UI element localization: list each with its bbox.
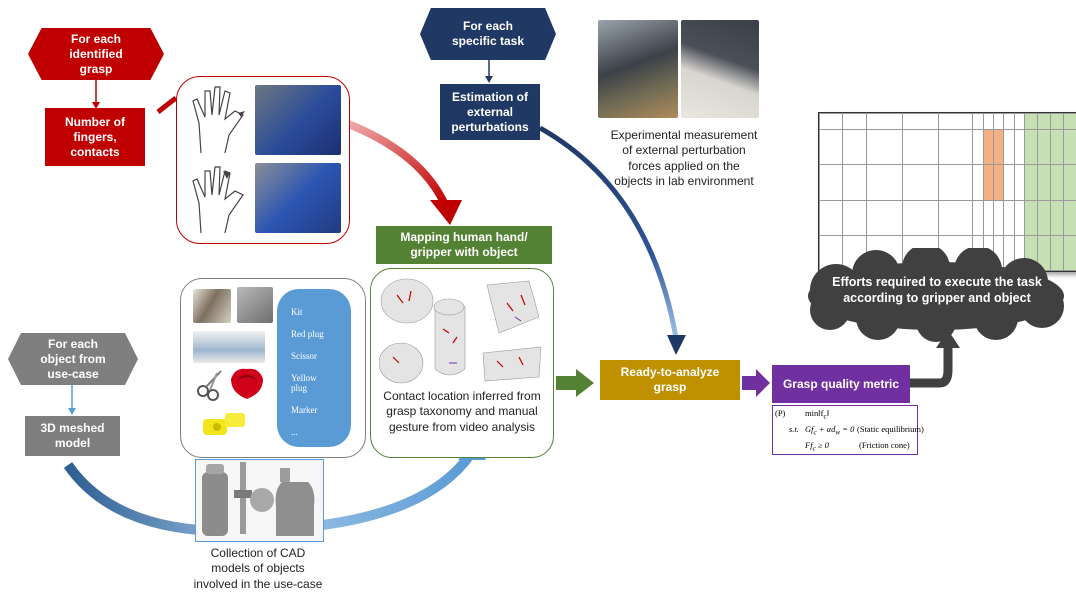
mapping-title-box: Mapping human hand/ gripper with object [376, 226, 552, 264]
metric-label: Grasp quality metric [782, 376, 900, 391]
mapping-panel: Contact location inferred from grasp tax… [370, 268, 554, 458]
dark-arrow-to-efforts [910, 344, 953, 388]
dark-arrow-to-efforts-head [936, 330, 960, 348]
hand-sketch-bottom [192, 166, 244, 234]
formula-p: (P) [775, 408, 786, 418]
mapping-mesh-renders [379, 278, 542, 384]
mesh-label: 3D meshed model [40, 421, 105, 450]
red-plug-photo [231, 368, 263, 399]
cad-models-drawing [202, 462, 315, 536]
object-hex: For each object from use-case [8, 333, 138, 385]
ready-box: Ready-to-analyze grasp [600, 360, 740, 400]
object-list-item: Marker [291, 405, 318, 415]
mapping-title: Mapping human hand/ gripper with object [400, 230, 528, 259]
object-hex-label: For each object from use-case [40, 336, 106, 381]
fingers-box: Number of fingers, contacts [45, 108, 145, 166]
lab-photo-left [598, 20, 678, 118]
metric-box: Grasp quality metric [772, 365, 910, 403]
experiment-caption: Experimental measurement of external per… [610, 128, 758, 189]
mesh-box: 3D meshed model [25, 416, 120, 456]
kit-photo [193, 331, 265, 363]
object-list-item: Red plug [291, 329, 324, 339]
object-photo-panel: Kit Red plug Scissor Yellow plug Marker … [180, 278, 366, 458]
red-arrow-to-panel [156, 96, 178, 114]
gripper-photo-bottom [255, 163, 341, 233]
efforts-cloud [808, 248, 1064, 342]
navy-arrow-to-ready [538, 125, 679, 339]
formula-eq-note: (Static equilibrium) [857, 424, 924, 434]
purple-arrow [742, 369, 770, 397]
formula-cone: Ffc ≥ 0 [805, 440, 829, 453]
formula-cone-note: (Friction cone) [859, 440, 910, 450]
task-hex-label: For each specific task [451, 19, 525, 48]
fingers-label: Number of fingers, contacts [65, 114, 125, 159]
scissor-photo [197, 370, 222, 401]
cad-caption: Collection of CAD models of objects invo… [193, 546, 323, 591]
plate-photo [237, 287, 273, 323]
formula-min: min‖fc‖ [805, 408, 829, 421]
yellow-plug-photo [203, 413, 245, 435]
lab-photo-right [681, 20, 759, 118]
formula-eq: Gfc + αdw = 0 [805, 424, 855, 437]
ready-label: Ready-to-analyze grasp [620, 365, 720, 394]
task-connector-head [485, 76, 493, 83]
object-list-panel: Kit Red plug Scissor Yellow plug Marker … [277, 289, 351, 447]
cad-models-image [195, 459, 324, 542]
object-list-item: Kit [291, 307, 303, 317]
object-list-item: ... [291, 427, 298, 437]
grasp-hex-label: For each identified grasp [69, 31, 123, 76]
marker-photo [193, 289, 231, 323]
perturbations-box: Estimation of external perturbations [440, 84, 540, 140]
formula-st: s.t. [789, 424, 799, 434]
object-list-item: Scissor [291, 351, 318, 361]
navy-arrow-to-ready-head [667, 335, 686, 355]
object-connector-head [68, 408, 76, 415]
task-hex: For each specific task [420, 8, 556, 60]
hand-photo-panel [176, 76, 350, 244]
metric-formula: (P) min‖fc‖ s.t. Gfc + αdw = 0 (Static e… [772, 405, 924, 455]
red-arrow-to-mapping [336, 116, 449, 207]
perturbations-label: Estimation of external perturbations [451, 89, 529, 134]
mapping-caption: Contact location inferred from grasp tax… [383, 389, 541, 434]
grasp-connector-head [92, 102, 100, 109]
grasp-hex: For each identified grasp [28, 28, 164, 80]
efforts-label: Efforts required to execute the task acc… [832, 275, 1042, 305]
object-list-item: Yellow plug [291, 373, 317, 393]
green-arrow [556, 369, 594, 397]
gripper-photo-top [255, 85, 341, 155]
hand-sketch-top [192, 86, 245, 154]
red-arrow-to-mapping-head [430, 200, 462, 225]
